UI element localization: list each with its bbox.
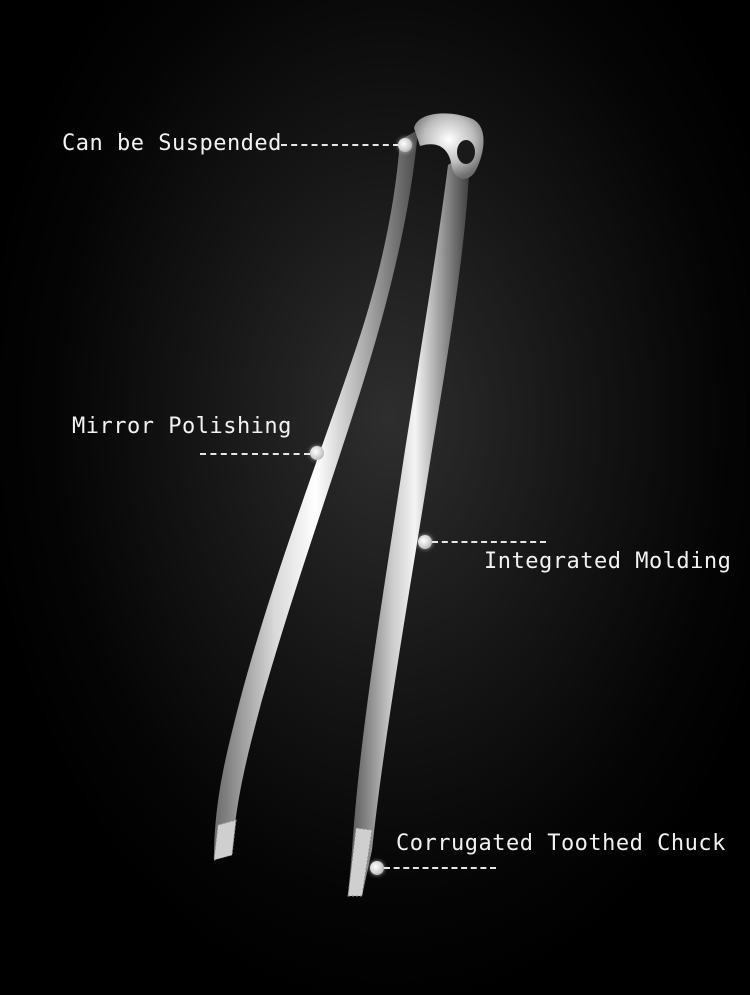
callout-label-molding: Integrated Molding <box>484 549 732 574</box>
back-arm-teeth <box>347 827 373 897</box>
tongs-front-arm <box>214 130 418 860</box>
callout-leader-suspended <box>281 144 399 146</box>
callout-leader-chuck <box>384 867 496 869</box>
front-arm-teeth <box>213 819 237 861</box>
tongs-back-arm <box>348 150 470 896</box>
callout-leader-polishing <box>200 453 310 455</box>
callout-leader-molding <box>432 541 546 543</box>
callout-marker-chuck <box>370 861 384 875</box>
callout-marker-polishing <box>310 446 324 460</box>
hanging-hole <box>457 140 475 164</box>
callout-marker-suspended <box>398 138 412 152</box>
callout-label-polishing: Mirror Polishing <box>72 414 292 439</box>
callout-label-chuck: Corrugated Toothed Chuck <box>396 831 726 856</box>
callout-marker-molding <box>418 535 432 549</box>
callout-label-suspended: Can be Suspended <box>62 131 282 156</box>
